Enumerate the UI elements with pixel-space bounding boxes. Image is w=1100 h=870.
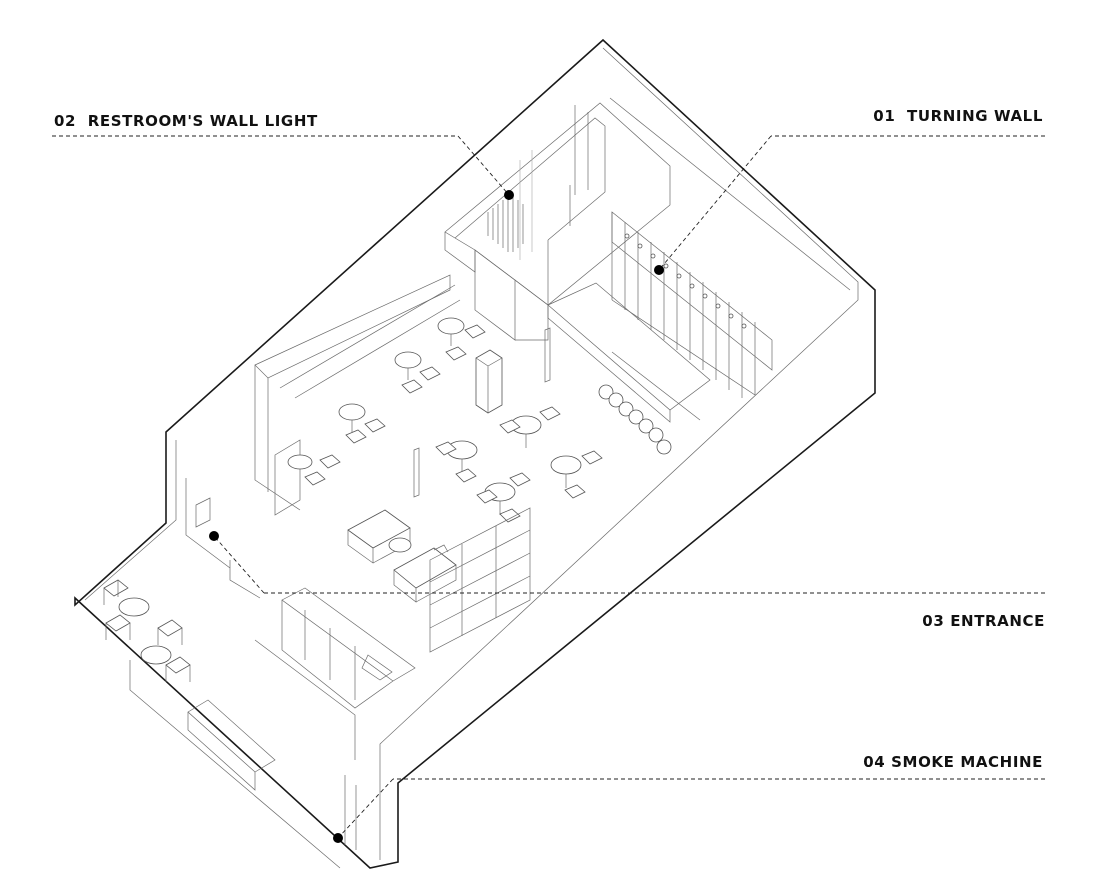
terrace-seating (103, 579, 191, 682)
chairs-center (435, 406, 603, 523)
tall-cabinet (475, 349, 503, 414)
chairs-left (304, 324, 486, 486)
callout-leader-04 (333, 778, 1045, 843)
bar-counter (547, 282, 711, 455)
planter-area (129, 654, 393, 869)
callout-leader-02 (52, 135, 514, 200)
callout-label-04: 04 SMOKE MACHINE (863, 753, 1043, 771)
callout-marker-03 (209, 531, 219, 541)
callout-label-01: 01 TURNING WALL (873, 107, 1043, 125)
callout-label-03: 03 ENTRANCE (922, 612, 1045, 630)
wall-light-fixture (487, 196, 524, 252)
central-column (474, 249, 549, 341)
callout-leader-03 (209, 531, 1045, 594)
storefront (185, 478, 416, 760)
left-bench (254, 274, 461, 516)
callout-label-02: 02 RESTROOM'S WALL LIGHT (54, 112, 318, 130)
dining-tables-center (446, 415, 582, 515)
partitions (413, 327, 551, 498)
building-outline (74, 38, 876, 869)
callout-marker-02 (504, 190, 514, 200)
turning-wall (611, 211, 773, 398)
callout-marker-01 (654, 265, 664, 275)
sofa-lounge (347, 509, 457, 603)
restroom-block (444, 102, 671, 306)
dining-tables-left (287, 317, 465, 470)
shelving (429, 507, 531, 653)
callout-leader-01 (654, 135, 1045, 275)
callout-marker-04 (333, 833, 343, 843)
